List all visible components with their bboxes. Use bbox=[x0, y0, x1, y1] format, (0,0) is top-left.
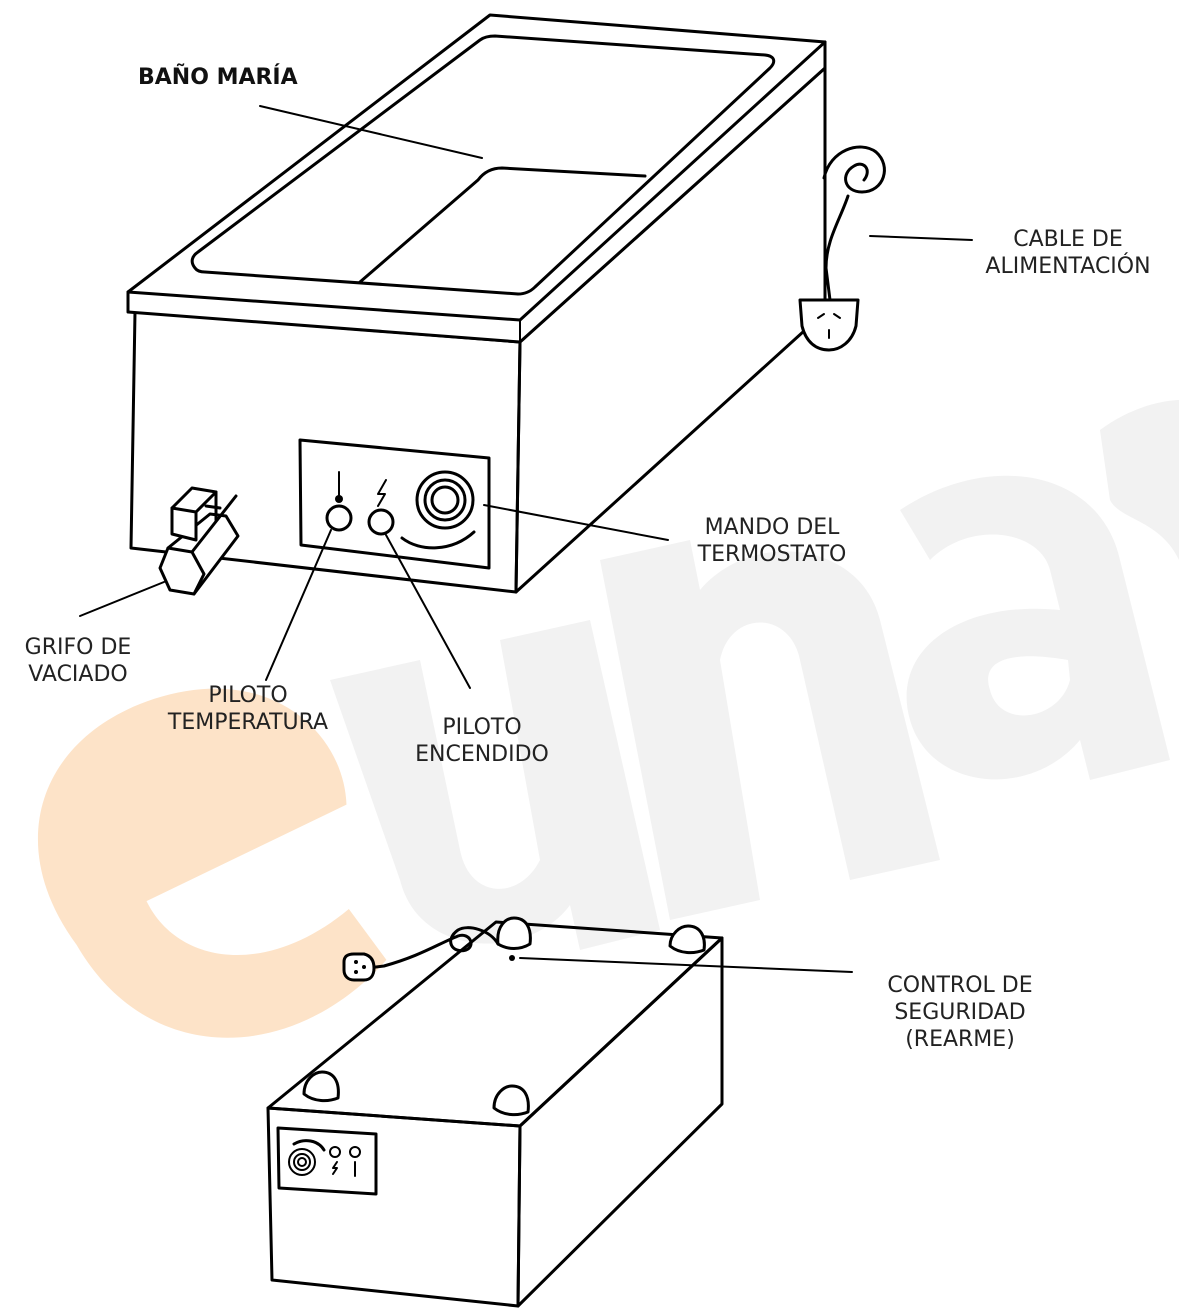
eunasa-watermark bbox=[38, 400, 1179, 1038]
power-cable bbox=[822, 145, 886, 302]
control-panel-frame bbox=[298, 438, 491, 570]
basin-outline bbox=[190, 34, 776, 296]
leader-control bbox=[519, 957, 853, 973]
watermark-letter-e bbox=[38, 688, 387, 1038]
label-cable-alimentacion: CABLE DE ALIMENTACIÓN bbox=[985, 227, 1151, 279]
mini-lightning-icon bbox=[332, 1161, 338, 1175]
bottom-power-cable bbox=[366, 926, 500, 970]
basin-divider bbox=[358, 166, 647, 284]
bottom-front-face bbox=[266, 1106, 522, 1308]
bottom-plug-icon bbox=[342, 952, 376, 982]
foot-front-right bbox=[492, 1084, 530, 1117]
mini-thermostat-knob-icon bbox=[288, 1139, 326, 1176]
leader-piloto-temp bbox=[265, 529, 332, 681]
leader-bano bbox=[259, 105, 483, 159]
foot-back-left bbox=[496, 916, 532, 950]
foot-front-left bbox=[302, 1070, 340, 1103]
label-bano-maria: BAÑO MARÍA bbox=[138, 65, 298, 90]
drain-tap-icon[interactable] bbox=[158, 486, 240, 596]
label-piloto-temperatura: PILOTO TEMPERATURA bbox=[167, 683, 329, 735]
label-mando-termostato: MANDO DEL TERMOSTATO bbox=[697, 515, 847, 567]
leader-piloto-enc bbox=[385, 534, 471, 689]
bano-maria-unit bbox=[126, 13, 827, 594]
bottom-side-face bbox=[516, 936, 724, 1308]
label-piloto-encendido: PILOTO ENCENDIDO bbox=[415, 715, 549, 767]
mini-power-pilot bbox=[329, 1146, 341, 1158]
leader-grifo bbox=[79, 581, 165, 617]
leader-mando bbox=[483, 504, 669, 541]
lightning-icon bbox=[377, 479, 387, 507]
leader-lines-top bbox=[79, 105, 973, 689]
label-control-seguridad: CONTROL DE SEGURIDAD (REARME) bbox=[887, 973, 1033, 1052]
safety-reset-button[interactable] bbox=[509, 955, 515, 961]
temperature-pilot-light bbox=[325, 504, 353, 532]
leader-cable bbox=[869, 235, 973, 241]
thermostat-knob-icon[interactable] bbox=[400, 470, 476, 550]
mini-control-panel bbox=[276, 1126, 378, 1196]
plug-icon bbox=[798, 298, 860, 352]
mini-temp-pilot bbox=[349, 1146, 361, 1158]
power-pilot-light bbox=[367, 508, 395, 536]
foot-back-right bbox=[668, 924, 706, 955]
bottom-view-unit bbox=[266, 916, 724, 1308]
thermometer-icon bbox=[335, 471, 343, 503]
control-panel bbox=[298, 438, 491, 570]
watermark-letters-unasa bbox=[330, 400, 1179, 950]
unit-top-rim bbox=[126, 13, 827, 344]
label-grifo-vaciado: GRIFO DE VACIADO bbox=[24, 635, 132, 687]
